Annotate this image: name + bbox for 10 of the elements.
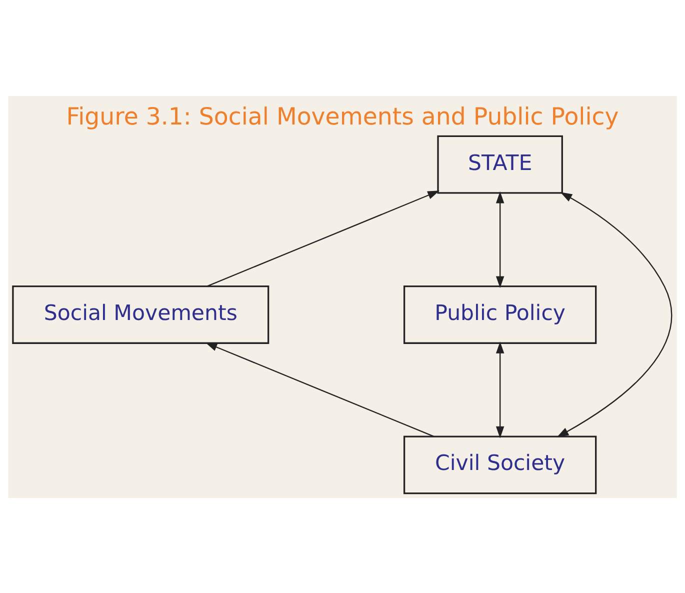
node-box: Civil Society <box>403 435 597 494</box>
node-box: Social Movements <box>12 285 270 344</box>
arrow <box>556 192 672 437</box>
arrow <box>206 190 440 286</box>
node-box: Public Policy <box>403 285 597 344</box>
node-box: STATE <box>437 134 563 194</box>
arrow <box>496 190 504 288</box>
arrow <box>496 341 504 438</box>
arrow <box>205 342 434 437</box>
diagram-title: Figure 3.1: Social Movements and Public Policy <box>66 102 619 130</box>
